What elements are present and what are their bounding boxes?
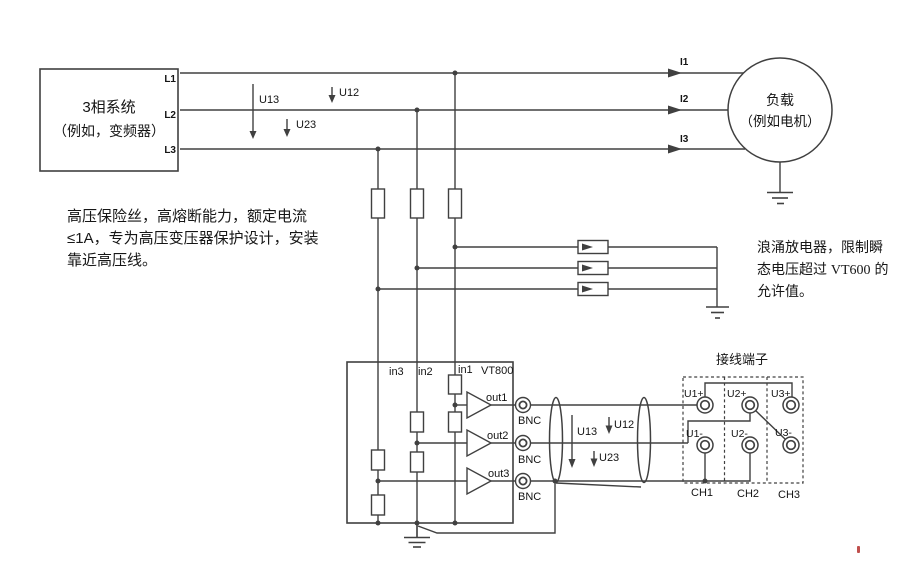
hv-voltage-label-u23: U23: [296, 119, 317, 131]
terminal-label-l3: L3: [164, 145, 176, 156]
source-name-line2: （例如，变频器）: [53, 123, 165, 139]
terminal-block-title: 接线端子: [716, 352, 769, 367]
source-box: 3相系统 （例如，变频器）: [40, 69, 178, 169]
amplifier-symbols: [466, 390, 493, 496]
fuse-note-line1: 高压保险丝，高熔断能力，额定电流: [67, 208, 308, 225]
vt800-internal-wires: [378, 404, 705, 482]
surge-note-line1: 浪涌放电器，限制瞬: [757, 239, 883, 255]
current-label-i1: I1: [680, 57, 689, 68]
bnc-label-1: BNC: [518, 415, 542, 427]
vt600-model-text: VT600: [830, 262, 871, 278]
surge-arrester-wires: [378, 246, 718, 307]
vt800-input-label-in1: in1: [458, 364, 473, 376]
terminal-label-u1plus: U1+: [684, 388, 704, 400]
terminal-block-outline: [682, 376, 804, 484]
vt800-input-label-in3: in3: [389, 366, 404, 378]
surge-note-line3: 允许值。: [757, 283, 813, 299]
terminal-label-l1: L1: [164, 74, 176, 85]
cable-voltage-label-u12: U12: [614, 419, 635, 431]
surge-note-line2: 态电压超过 VT600 的: [757, 260, 889, 278]
current-label-i2: I2: [680, 94, 689, 105]
hv-voltage-arrows: [249, 84, 336, 139]
cable-voltage-label-u13: U13: [577, 426, 598, 438]
vt800-output-label-out2: out2: [487, 430, 509, 442]
surge-note: 浪涌放电器，限制瞬 态电压超过 VT600 的 允许值。: [757, 237, 905, 303]
vt800-output-label-out3: out3: [488, 468, 510, 480]
fuse-note-line3: 靠近高压线。: [67, 252, 158, 269]
divider-resistors: [370, 374, 463, 516]
terminal-label-u3minus: U3-: [775, 427, 792, 439]
phase-lines: [180, 72, 745, 150]
channel-label-ch1: CH1: [691, 487, 714, 499]
hv-voltage-label-u12: U12: [339, 87, 360, 99]
vt800-model-label: VT800: [481, 365, 514, 377]
vt800-input-label-in2: in2: [418, 366, 433, 378]
bnc-connector-icons: [514, 396, 532, 490]
current-arrow-icons: [668, 68, 682, 154]
surge-arrester-symbols: [577, 239, 609, 297]
fuse-note: 高压保险丝，高熔断能力，额定电流 ≤1A，专为高压变压器保护设计，安装 靠近高压…: [67, 206, 335, 272]
channel-label-ch3: CH3: [778, 489, 801, 501]
load-name-line2: （例如电机）: [739, 113, 821, 129]
bnc-label-2: BNC: [518, 454, 542, 466]
terminal-label-u2minus: U2-: [731, 428, 748, 440]
source-box-outline: [39, 68, 179, 172]
terminal-post-icons: [696, 396, 800, 454]
channel-label-ch2: CH2: [737, 488, 760, 500]
terminal-label-u1minus: U1-: [686, 428, 703, 440]
terminal-label-l2: L2: [164, 110, 176, 121]
surge-ground-icon: [706, 306, 729, 319]
bnc-label-3: BNC: [518, 491, 542, 503]
load-name-line1: 负载: [766, 91, 794, 108]
junction-dots: [375, 70, 708, 526]
vt800-output-label-out1: out1: [486, 392, 508, 404]
current-label-i3: I3: [680, 134, 689, 145]
terminal-label-u2plus: U2+: [727, 388, 747, 400]
load-symbol: [727, 57, 833, 205]
terminal-block-wires: [687, 382, 793, 482]
cable-voltage-label-u23: U23: [599, 452, 620, 464]
red-artifact-mark: [857, 546, 860, 553]
source-name-line1: 3相系统: [82, 99, 136, 116]
cable-symbol: [548, 396, 652, 484]
fuse-note-line2: ≤1A，专为高压变压器保护设计，安装: [67, 230, 319, 247]
shield-ground-wires: [404, 481, 642, 548]
hv-voltage-label-u13: U13: [259, 94, 280, 106]
cable-voltage-arrows: [568, 415, 613, 468]
fuse-symbols: [370, 188, 463, 219]
load-label: 负载 （例如电机）: [728, 87, 832, 133]
terminal-label-u3plus: U3+: [771, 388, 791, 400]
